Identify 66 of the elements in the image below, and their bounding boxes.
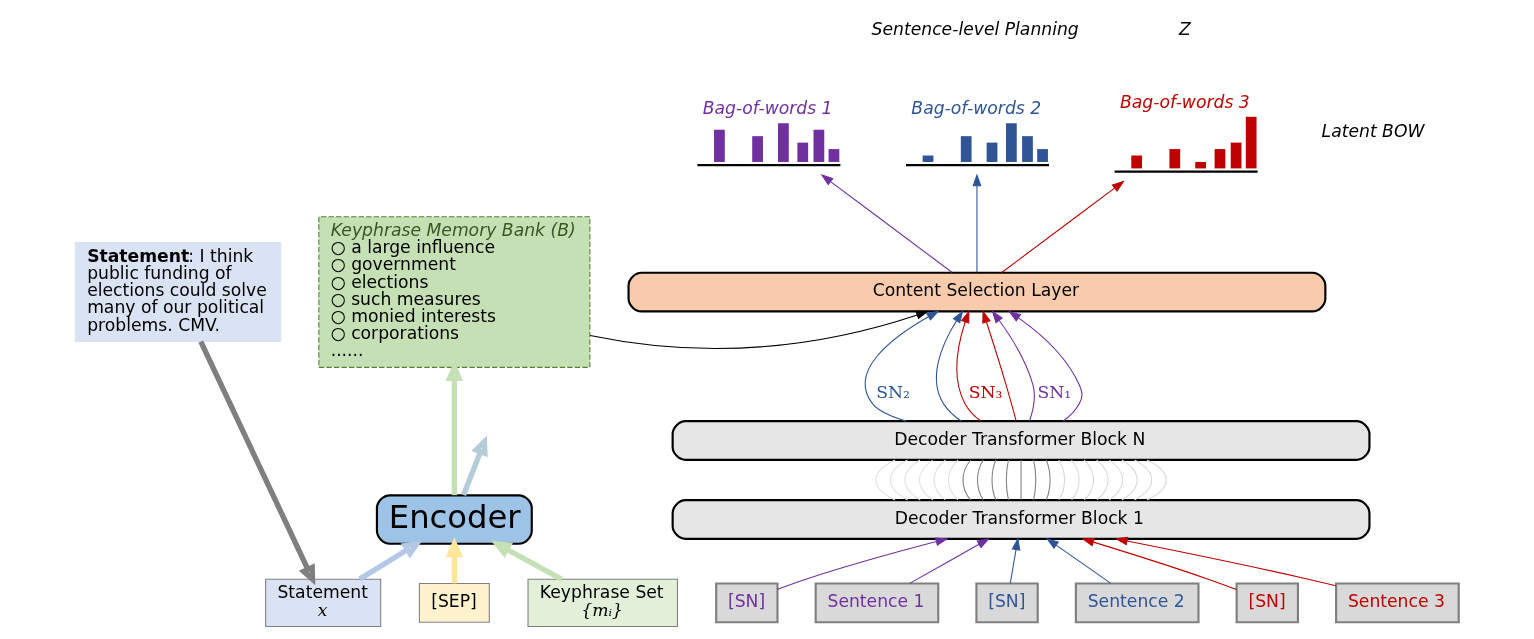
- connector: [1020, 459, 1022, 501]
- connector: [1033, 459, 1037, 501]
- label: Sentence-level Planning: [871, 18, 1079, 39]
- node-box: Sentence 1: [814, 582, 940, 624]
- edge-label: SN₁: [1037, 382, 1072, 403]
- arrow: [820, 174, 953, 274]
- node-box: Sentence 3: [1335, 582, 1460, 624]
- arrow: [1009, 537, 1021, 584]
- arrow: [991, 310, 1035, 422]
- edge-label: SN₂: [876, 382, 910, 403]
- node-label: Bag-of-words 3: [1119, 91, 1250, 112]
- connector: [1045, 459, 1051, 501]
- arrow: [1008, 310, 1083, 422]
- arrow: [935, 310, 964, 422]
- arrow: [461, 435, 488, 496]
- arrow: [589, 310, 929, 349]
- connector: [1146, 459, 1167, 501]
- label: Z: [1179, 18, 1191, 39]
- connector: [947, 459, 959, 501]
- node-box: Statement: I think public funding of elections could solve many of our political problems. CMV.: [74, 242, 282, 343]
- arrow: [972, 173, 982, 274]
- connector: [918, 459, 934, 501]
- node-box: Content Selection Layer: [627, 271, 1327, 313]
- arrow: [956, 310, 982, 422]
- node-box: Statement x: [265, 578, 382, 628]
- arrow: [982, 310, 1017, 422]
- connector: [1058, 459, 1066, 501]
- connector: [1096, 459, 1109, 501]
- connector: [933, 459, 946, 501]
- arrow: [445, 537, 464, 584]
- node-label: Bag-of-words 2: [911, 98, 1042, 119]
- arrow: [909, 538, 990, 584]
- node-box: Decoder Transformer Block N: [671, 420, 1371, 461]
- arrow: [777, 537, 949, 590]
- arrow: [1001, 180, 1125, 274]
- connector: [1133, 459, 1153, 501]
- connector: [1006, 459, 1009, 501]
- arrow: [864, 310, 940, 422]
- connector: [976, 459, 984, 501]
- connector: [904, 459, 921, 501]
- node-box: [SN]: [715, 582, 779, 624]
- connector: [889, 459, 909, 501]
- arrow: [1114, 536, 1337, 587]
- arrow: [1081, 537, 1237, 591]
- connector: [1070, 459, 1080, 501]
- arrow: [1045, 538, 1112, 584]
- node-box: Sentence 2: [1074, 582, 1200, 624]
- connector: [991, 459, 997, 501]
- connector: [1108, 459, 1124, 501]
- label: Latent BOW: [1321, 121, 1425, 142]
- node-box: [SN]: [975, 582, 1039, 624]
- connector: [1083, 459, 1095, 501]
- arrow: [198, 340, 316, 586]
- node-box: [SEP]: [418, 582, 490, 623]
- node-box: Encoder: [375, 494, 533, 545]
- connector: [962, 459, 972, 501]
- arrow: [358, 540, 423, 582]
- node-box: Keyphrase Memory Bank (B) ○ a large influence ○ government ○ elections ○ such measures ○ monied interests ○ corporations ......: [318, 216, 591, 368]
- node-label: Bag-of-words 1: [702, 98, 833, 119]
- node-box: Decoder Transformer Block 1: [671, 499, 1371, 540]
- connector: [1121, 459, 1138, 501]
- node-box: Keyphrase Set {mᵢ}: [527, 578, 678, 628]
- node-box: [SN]: [1235, 582, 1299, 624]
- arrow: [491, 540, 563, 582]
- connector: [875, 459, 896, 501]
- edge-label: SN₃: [968, 382, 1003, 403]
